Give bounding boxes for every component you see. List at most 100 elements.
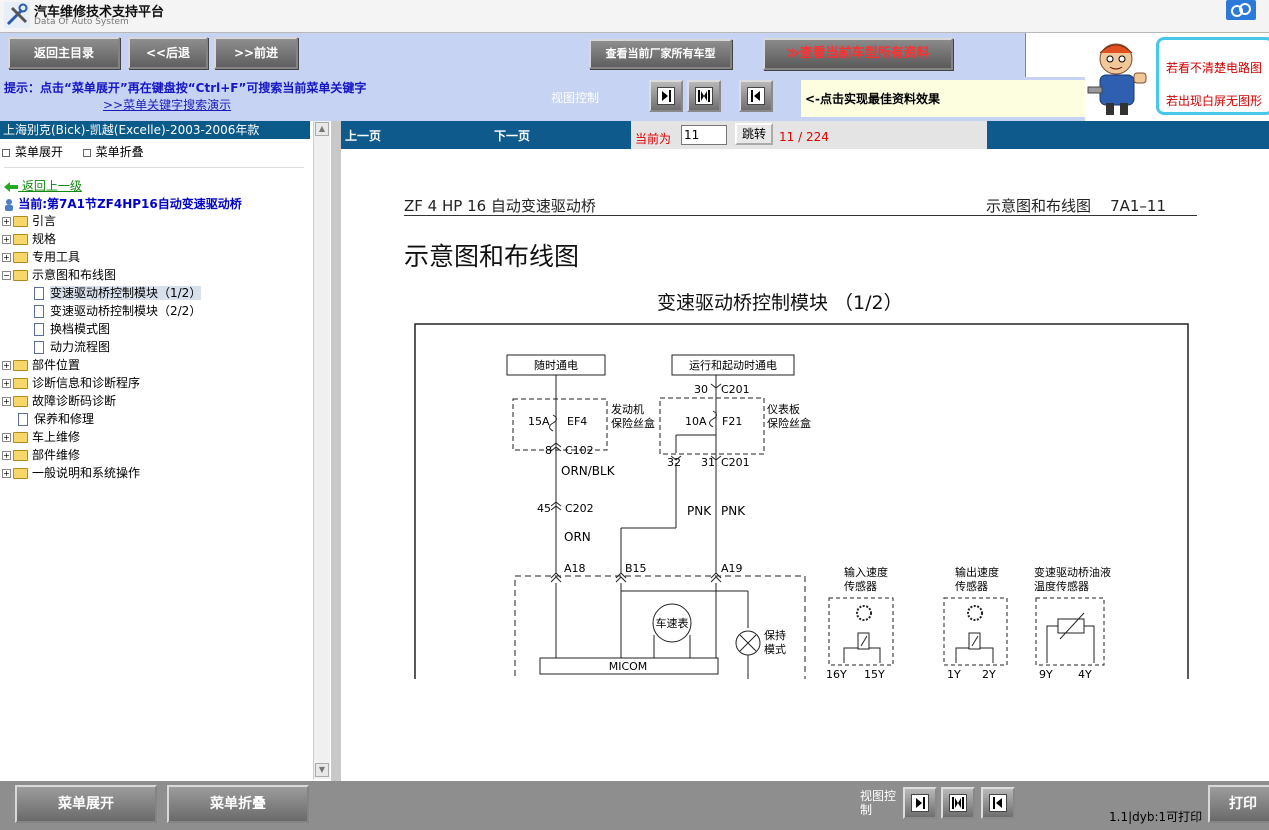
tree-expand-link[interactable]: 菜单展开 xyxy=(15,145,64,159)
plus-icon[interactable]: + xyxy=(2,217,11,226)
plus-icon[interactable]: + xyxy=(2,235,11,244)
all-models-button[interactable]: 查看当前厂家所有车型 xyxy=(589,39,732,69)
tree-node-component-location[interactable]: + 部件位置 xyxy=(2,356,80,374)
hot-run-start-label: 运行和起动时通电 xyxy=(689,359,777,372)
print-status: 1.1|dyb:1可打印 xyxy=(1109,810,1203,824)
plus-icon[interactable]: + xyxy=(2,451,11,460)
tree-node-label: 车上维修 xyxy=(32,430,81,444)
page-number-input[interactable] xyxy=(681,125,727,145)
fit-both-icon xyxy=(949,794,967,812)
f21-label: F21 xyxy=(722,415,742,428)
plus-icon[interactable]: + xyxy=(2,469,11,478)
tree-node-label: 保养和修理 xyxy=(34,412,95,426)
minus-icon[interactable]: − xyxy=(2,271,11,280)
tree-child-shift-pattern[interactable]: 换档模式图 xyxy=(34,320,110,338)
scroll-down-icon[interactable]: ▼ xyxy=(315,763,329,777)
tree-node-label: 规格 xyxy=(32,232,57,246)
tree-node-tools[interactable]: +专用工具 xyxy=(2,248,80,266)
folder-icon xyxy=(13,432,28,443)
tree-child-tcm-1[interactable]: 变速驱动桥控制模块（1/2） xyxy=(34,284,202,302)
next-page-link[interactable]: 下一页 xyxy=(494,129,531,143)
tree-node-on-vehicle[interactable]: + 车上维修 xyxy=(2,428,80,446)
tree-node-label: 部件位置 xyxy=(32,358,81,372)
top-toolbar: 返回主目录 <<后退 >>前进 查看当前厂家所有车型 ≫查看当前车型所有资料 xyxy=(0,33,1025,77)
output-sensor-label-2: 传感器 xyxy=(955,580,988,593)
input-sensor-label-1: 输入速度 xyxy=(844,565,888,579)
scroll-up-icon[interactable]: ▲ xyxy=(315,122,329,136)
input-sensor-label-2: 传感器 xyxy=(844,580,877,593)
tree-node-diagrams[interactable]: −示意图和布线图 xyxy=(2,266,116,284)
forward-button[interactable]: >>前进 xyxy=(214,37,298,69)
plus-icon[interactable]: + xyxy=(2,361,11,370)
back-button[interactable]: <<后退 xyxy=(128,37,208,69)
panel-splitter[interactable] xyxy=(331,121,341,781)
tree-collapse-link[interactable]: 菜单折叠 xyxy=(95,145,144,159)
speedometer-label: 车速表 xyxy=(656,616,689,630)
expand-icon xyxy=(2,148,10,157)
print-button[interactable]: 打印 xyxy=(1208,785,1269,823)
help-promo: 若看不清楚电路图 若出现白屏无图形 xyxy=(1025,33,1269,121)
tree-node-description[interactable]: +一般说明和系统操作 xyxy=(2,464,140,482)
plus-icon[interactable]: + xyxy=(2,379,11,388)
collapse-menu-button[interactable]: 菜单折叠 xyxy=(167,785,309,823)
doc-running-header: ZF 4 HP 16 自动变速驱动桥 xyxy=(404,197,596,215)
current-model-data-button[interactable]: ≫查看当前车型所有资料 xyxy=(763,38,953,70)
plus-icon[interactable]: + xyxy=(2,253,11,262)
open-folder-icon xyxy=(13,270,28,281)
wiring-diagram: 随时通电 运行和起动时通电 15A EF4 发动机 保险丝盒 8 C102 OR… xyxy=(414,323,1189,679)
plus-icon[interactable]: + xyxy=(2,397,11,406)
fit-right-icon xyxy=(911,794,929,812)
tree-node-label: 诊断信息和诊断程序 xyxy=(32,376,141,390)
mechanic-mascot-icon xyxy=(1087,43,1147,115)
pin-31-label: 31 xyxy=(701,456,715,469)
bottom-view-fit-right-button[interactable] xyxy=(903,787,937,819)
promo-line-1[interactable]: 若看不清楚电路图 xyxy=(1166,61,1263,75)
tree-toggle-row: 菜单展开 菜单折叠 xyxy=(2,143,144,160)
doc-title: 示意图和布线图 xyxy=(404,242,580,271)
pin-30-label: 30 xyxy=(694,383,708,396)
vehicle-model-header: 上海别克(Bick)-凯越(Excelle)-2003-2006年款 xyxy=(0,121,310,139)
view-fit-left-button[interactable] xyxy=(739,80,773,112)
tree-node-unit-repair[interactable]: +部件维修 xyxy=(2,446,80,464)
folder-icon xyxy=(13,468,28,479)
view-fit-right-button[interactable] xyxy=(649,80,683,112)
ip-fuse-box-label-1: 仪表板 xyxy=(767,402,800,416)
tree-node-diagnostics[interactable]: + 诊断信息和诊断程序 xyxy=(2,374,140,392)
b15-label: B15 xyxy=(625,562,647,575)
search-demo-link[interactable]: >>菜单关键字搜索演示 xyxy=(103,98,232,112)
c102-label: C102 xyxy=(565,444,594,457)
tree-divider xyxy=(4,167,304,168)
pin-4-label: 4Y xyxy=(1078,668,1092,679)
folder-icon xyxy=(13,360,28,371)
ef4-amp-label: 15A xyxy=(528,415,550,428)
promo-line-2[interactable]: 若出现白屏无图形 xyxy=(1166,94,1263,108)
expand-menu-button[interactable]: 菜单展开 xyxy=(15,785,157,823)
prev-page-link[interactable]: 上一页 xyxy=(345,129,382,143)
tree-node-label: 故障诊断码诊断 xyxy=(32,394,117,408)
plus-icon[interactable]: + xyxy=(2,433,11,442)
tree-node-dtc[interactable]: + 故障诊断码诊断 xyxy=(2,392,116,410)
tree-node-specs[interactable]: + 规格 xyxy=(2,230,56,248)
hold-mode-label-2: 模式 xyxy=(764,643,786,656)
main-menu-button[interactable]: 返回主目录 xyxy=(8,37,120,69)
tree-child-tcm-2[interactable]: 变速驱动桥控制模块（2/2） xyxy=(34,302,201,320)
jump-button[interactable]: 跳转 xyxy=(735,123,773,145)
window-link-icon[interactable] xyxy=(1226,0,1256,20)
view-control-label: 视图控制 xyxy=(551,91,600,105)
tree-scrollbar[interactable]: ▲ ▼ xyxy=(313,121,330,779)
tree-node-intro[interactable]: +引言 xyxy=(2,212,56,230)
folder-icon xyxy=(13,216,28,227)
bottom-view-fit-left-button[interactable] xyxy=(981,787,1015,819)
tree-child-power-flow[interactable]: 动力流程图 xyxy=(34,338,110,356)
bottom-view-fit-both-button[interactable] xyxy=(941,787,975,819)
promo-box xyxy=(1156,37,1269,115)
a18-label: A18 xyxy=(564,562,586,575)
tree-node-maintenance[interactable]: 保养和修理 xyxy=(18,410,94,428)
tree-up-link[interactable]: 返回上一级 xyxy=(4,177,82,194)
app-subtitle: Data Of Auto System xyxy=(34,17,129,27)
view-fit-both-button[interactable] xyxy=(687,80,721,112)
f21-amp-label: 10A xyxy=(685,415,707,428)
pin-8-label: 8 xyxy=(545,444,552,457)
engine-fuse-box-label-1: 发动机 xyxy=(611,402,644,416)
pin-15-label: 15Y xyxy=(864,668,885,679)
